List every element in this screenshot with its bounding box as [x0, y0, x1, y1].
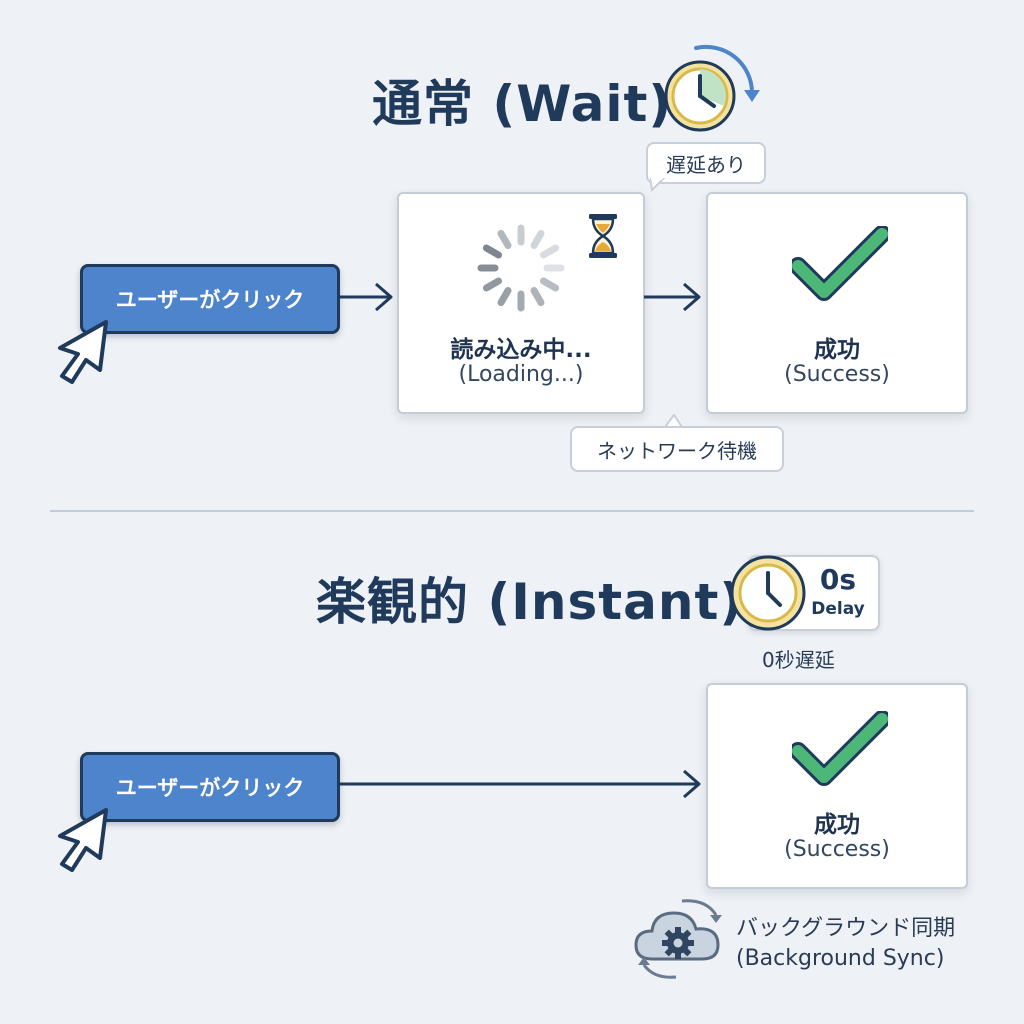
- user-click-button[interactable]: ユーザーがクリック: [80, 264, 340, 334]
- zero-delay-value: 0s: [819, 563, 857, 596]
- checkmark-icon: [792, 226, 888, 301]
- cloud-sync-gear-icon: [634, 899, 722, 979]
- arrow-loading-to-success: [644, 282, 701, 312]
- cursor-icon-instant: [58, 808, 108, 872]
- network-wait-text: ネットワーク待機: [597, 438, 757, 463]
- spinner-icon: [477, 224, 565, 312]
- loading-card: 読み込み中... (Loading...): [397, 192, 645, 414]
- wait-title: 通常 (Wait): [372, 75, 673, 133]
- background-sync-text: バックグラウンド同期 (Background Sync): [736, 914, 955, 974]
- user-click-label: ユーザーがクリック: [115, 288, 305, 312]
- arrow-click-to-success: [338, 769, 701, 799]
- delay-bubble-tail: [650, 178, 666, 192]
- instant-clock-icon: [730, 555, 806, 631]
- zero-delay-label: Delay: [811, 599, 865, 619]
- zero-delay-caption: 0秒遅延: [762, 648, 835, 672]
- instant-title: 楽観的 (Instant): [316, 573, 744, 631]
- user-click-button-instant[interactable]: ユーザーがクリック: [80, 752, 340, 822]
- success-card-wait: 成功 (Success): [706, 192, 968, 414]
- network-wait-bubble: ネットワーク待機: [570, 426, 784, 472]
- section-divider: [50, 510, 974, 512]
- hourglass-icon: [589, 214, 617, 258]
- delay-bubble-text: 遅延あり: [666, 152, 746, 177]
- success-card-instant-subtitle: (Success): [784, 837, 890, 862]
- success-card-wait-title: 成功: [814, 337, 860, 363]
- user-click-label-instant: ユーザーがクリック: [115, 776, 305, 800]
- background-sync-line1: バックグラウンド同期: [736, 916, 956, 941]
- cursor-icon: [58, 320, 108, 384]
- clock-icon: [664, 44, 760, 132]
- background-sync-line2: (Background Sync): [736, 946, 945, 971]
- checkmark-icon-instant: [792, 711, 888, 786]
- success-card-wait-subtitle: (Success): [784, 362, 890, 387]
- arrow-click-to-loading: [338, 282, 393, 312]
- loading-card-title: 読み込み中...: [450, 337, 592, 363]
- loading-card-subtitle: (Loading...): [458, 362, 584, 387]
- success-card-instant-title: 成功: [814, 812, 860, 838]
- delay-bubble: 遅延あり: [646, 142, 766, 184]
- success-card-instant: 成功 (Success): [706, 683, 968, 889]
